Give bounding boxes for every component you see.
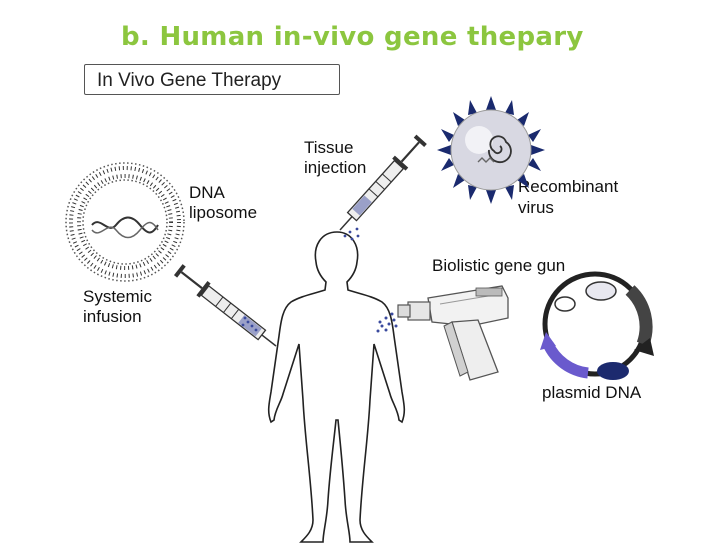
infusion-spray-icon [241, 316, 258, 332]
systemic-infusion-syringe-icon [173, 264, 277, 347]
virus-icon [437, 96, 545, 204]
label-systemic: Systemic [83, 287, 152, 306]
label-dna: DNA [189, 183, 225, 202]
label-tissue: Tissue [304, 138, 354, 157]
human-figure-icon [267, 231, 406, 543]
label-infusion: infusion [83, 307, 142, 326]
figure-heading: In Vivo Gene Therapy [84, 64, 340, 95]
label-injection: injection [304, 158, 367, 177]
label-plasmid-dna: plasmid DNA [542, 383, 642, 402]
injection-spray-icon [343, 227, 360, 241]
label-recombinant: Recombinant [518, 177, 619, 196]
label-liposome: liposome [189, 203, 258, 222]
gene-gun-icon [397, 285, 509, 381]
slide-title: b. Human in-vivo gene thepary [121, 22, 584, 52]
gene-gun-spray-icon [376, 312, 398, 333]
tissue-injection-syringe-icon [339, 134, 427, 231]
label-virus: virus [518, 198, 554, 217]
plasmid-icon [540, 271, 654, 380]
label-gene-gun: Biolistic gene gun [432, 256, 566, 275]
liposome-icon [65, 162, 185, 282]
